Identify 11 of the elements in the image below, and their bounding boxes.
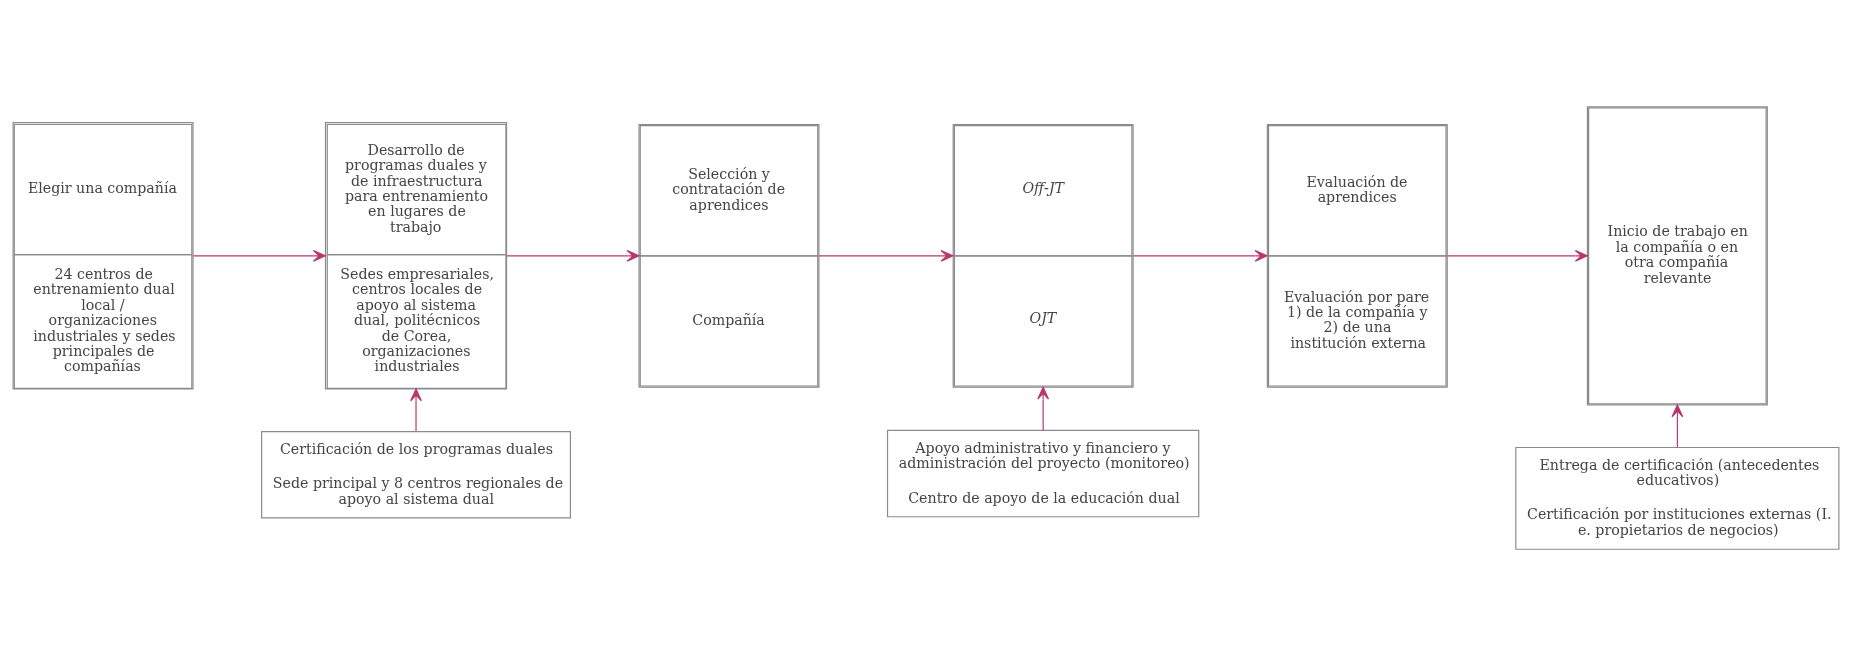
arrow bbox=[506, 249, 640, 262]
arrow bbox=[410, 387, 422, 432]
arrow bbox=[1132, 249, 1268, 262]
arrow bbox=[1446, 249, 1588, 262]
arrow bbox=[1671, 403, 1684, 448]
node-box: Certificación de los programas duales Sede principal y 8 centros regionales de apoyo al sistema dual bbox=[261, 430, 571, 518]
arrow bbox=[818, 249, 954, 262]
node-box: Entrega de certificación (antecedentes educativos) Certificación por instituciones externas (I. e. propietarios de negocios) bbox=[1515, 446, 1840, 550]
arrow bbox=[1037, 386, 1050, 431]
arrow bbox=[192, 249, 326, 262]
node-box: Apoyo administrativo y financiero y administración del proyecto (monitoreo) Centro de apoyo de la educación dual bbox=[886, 429, 1200, 517]
